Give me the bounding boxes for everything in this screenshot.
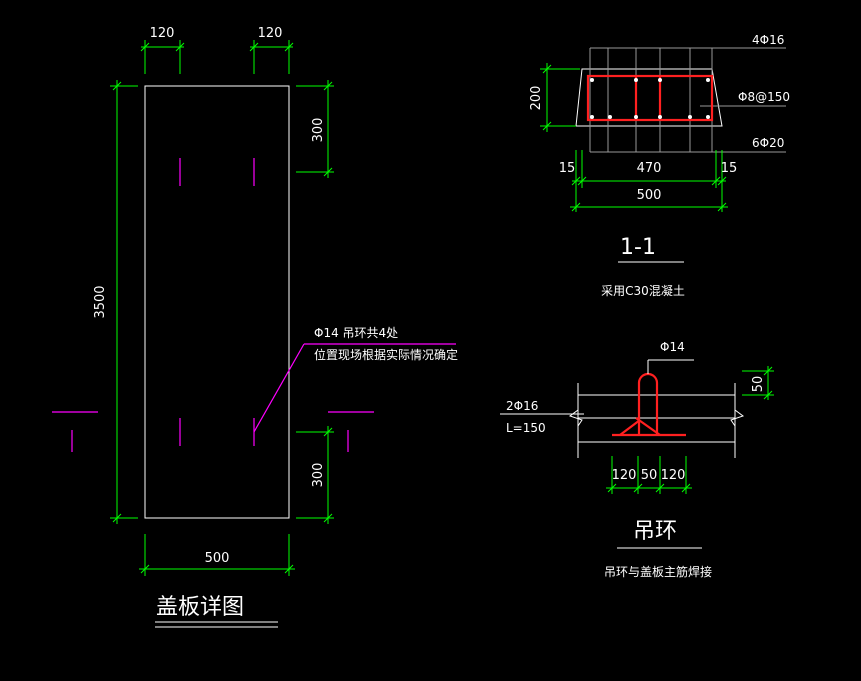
label-top-bar: 4Φ16	[752, 33, 784, 47]
section-note: 采用C30混凝土	[601, 283, 685, 298]
section-outline	[575, 68, 723, 127]
dim-width: 500	[205, 551, 230, 566]
plan-title: 盖板详图	[156, 595, 244, 620]
ring-label-bar: 2Φ16	[506, 399, 538, 413]
label-stirrup: Φ8@150	[738, 90, 790, 104]
ring-view: Φ14 50 2Φ16 L=150 120 50 120 吊环 吊环与盖板主筋焊…	[500, 340, 774, 579]
height-dimension: 3500	[93, 80, 138, 524]
section-dim-height: 200	[529, 86, 544, 111]
section-dim-left-cover: 15	[559, 161, 576, 176]
section-cut-marks	[52, 411, 374, 452]
ring-dim-right: 50	[751, 376, 766, 393]
dim-top-right: 120	[258, 26, 283, 41]
section-view: 4Φ16 Φ8@150 6Φ20 200 15 470 15 500 1-1 采…	[529, 33, 790, 298]
top-offset-dimension: 300	[296, 80, 334, 178]
section-dim-right-cover: 15	[721, 161, 738, 176]
ring-note: 吊环与盖板主筋焊接	[604, 564, 712, 579]
ring-dim-c: 120	[661, 468, 686, 483]
ring-label-top: Φ14	[660, 340, 685, 354]
ring-dim-b: 50	[641, 468, 658, 483]
width-dimension: 500	[139, 534, 295, 576]
label-bottom-bar: 6Φ20	[752, 136, 784, 150]
slab-outline	[144, 85, 290, 519]
section-dim-total: 500	[637, 188, 662, 203]
leader-label-line1: Φ14 吊环共4处	[314, 326, 398, 340]
stirrup-outer	[586, 74, 714, 122]
section-dim-inner: 470	[637, 161, 662, 176]
ring-label-length: L=150	[506, 421, 546, 435]
lifting-ring-marks	[179, 158, 456, 446]
rebar-dots	[590, 78, 710, 119]
dim-height: 3500	[93, 285, 108, 318]
leader-label-line2: 位置现场根据实际情况确定	[314, 347, 458, 362]
top-dimensions: 120 120	[140, 26, 294, 74]
ring-dim-a: 120	[612, 468, 637, 483]
bottom-offset-dimension: 300	[296, 426, 334, 524]
plan-view: 120 120 3500 300 300	[52, 26, 458, 628]
dim-top-left: 120	[150, 26, 175, 41]
dim-top-offset: 300	[311, 118, 326, 143]
ring-title: 吊环	[633, 519, 677, 544]
dim-bottom-offset: 300	[311, 463, 326, 488]
section-title: 1-1	[620, 235, 656, 260]
